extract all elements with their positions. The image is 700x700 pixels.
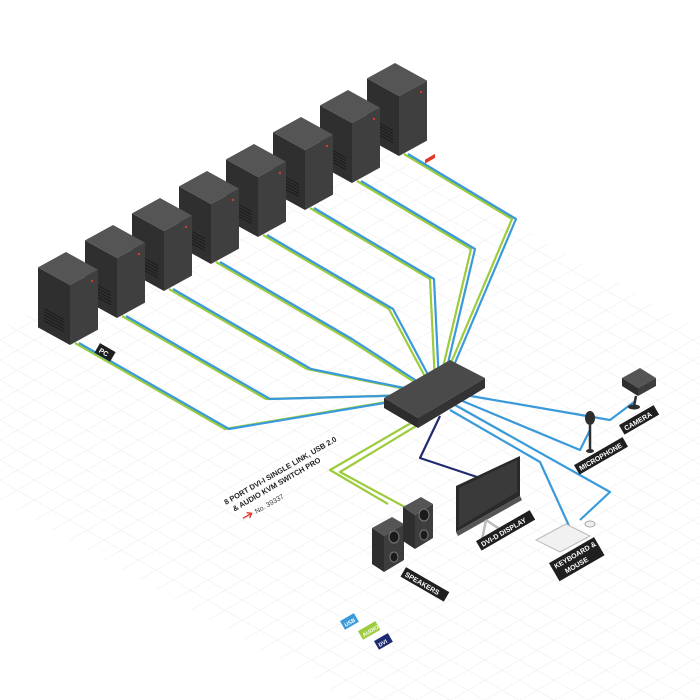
legend-usb: USB	[340, 613, 359, 630]
keyboard-icon	[534, 523, 592, 553]
pc-cables	[74, 153, 518, 431]
pc-towers	[38, 63, 427, 345]
camera-icon	[622, 368, 656, 410]
monitor-icon	[456, 456, 522, 541]
mouse-icon	[584, 520, 596, 528]
cable-legend: USB AUDIO DVI	[340, 613, 393, 650]
kvm-switch-icon	[384, 153, 485, 428]
pc-tower-icon	[320, 90, 380, 183]
svg-text:DVI: DVI	[378, 639, 389, 649]
pc-tower-icon	[85, 225, 145, 318]
pc-tower-icon	[273, 117, 333, 210]
svg-text:PC: PC	[97, 348, 109, 359]
pc-tower-icon	[226, 144, 286, 237]
svg-text:USB: USB	[344, 618, 357, 629]
arrow-icon	[242, 512, 253, 519]
peripheral-cables	[328, 393, 635, 529]
legend-dvi: DVI	[374, 633, 393, 650]
pc-tower-icon	[38, 252, 98, 345]
grid-floor	[0, 130, 700, 700]
microphone-icon	[585, 411, 595, 453]
speaker-icon	[372, 497, 433, 572]
pc-label: PC	[94, 343, 116, 362]
